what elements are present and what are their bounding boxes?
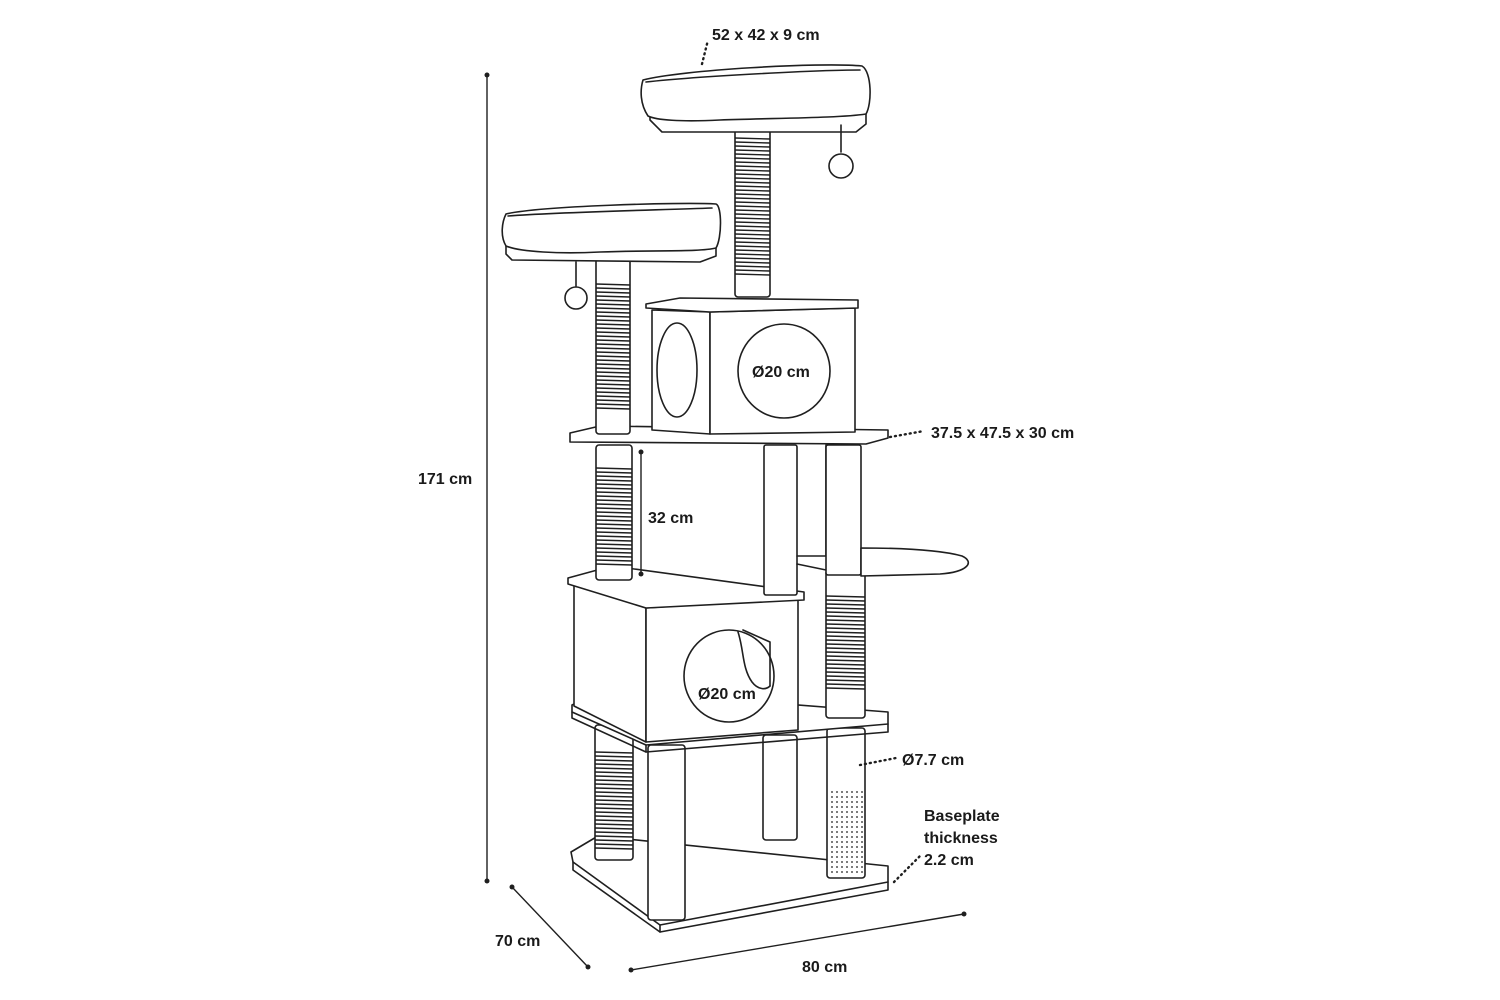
top-toy-ball — [828, 153, 854, 179]
lower-hole-label: Ø20 cm — [698, 686, 756, 703]
upper-box-label: 37.5 x 47.5 x 30 cm — [931, 425, 1074, 442]
upper-hole-label: Ø20 cm — [752, 364, 810, 381]
lower-cube — [567, 565, 805, 743]
depth-dimension — [509, 884, 591, 970]
middle-post-right — [825, 444, 862, 576]
lower-cube-hole — [683, 629, 775, 723]
width-dimension — [628, 911, 967, 973]
leader-top-platform — [700, 38, 710, 66]
sisal-wrap-lower-left — [594, 751, 634, 850]
carpet-texture — [831, 791, 863, 873]
upper-cube-side-hole — [656, 322, 698, 418]
gap-label: 32 cm — [648, 510, 693, 527]
depth-label: 70 cm — [495, 933, 540, 950]
top-perch — [640, 64, 871, 179]
width-label: 80 cm — [802, 959, 847, 976]
sisal-wrap-left-upper — [595, 283, 631, 410]
leader-post-diameter — [858, 756, 898, 767]
front-right-post — [647, 744, 686, 921]
side-ledge — [860, 547, 969, 577]
middle-post-back — [763, 444, 798, 596]
sisal-wrap-top — [734, 137, 771, 276]
back-post — [762, 734, 798, 841]
height-label: 171 cm — [418, 471, 472, 488]
left-top-perch — [501, 202, 722, 310]
leader-upper-box — [888, 429, 926, 439]
left-toy-ball — [564, 286, 588, 310]
height-dimension — [484, 72, 490, 884]
sisal-wrap-mid-right — [825, 595, 866, 690]
upper-cube-hole — [737, 323, 831, 419]
baseplate-label-3: 2.2 cm — [924, 852, 974, 869]
carpet-post — [826, 727, 866, 879]
baseplate-label-1: Baseplate — [924, 808, 1000, 825]
post-diameter-label: Ø7.7 cm — [902, 752, 964, 769]
sisal-wrap-middle — [595, 467, 633, 566]
leader-baseplate — [892, 854, 922, 884]
baseplate-label-2: thickness — [924, 830, 998, 847]
gap-dimension — [638, 449, 644, 577]
top-platform-label: 52 x 42 x 9 cm — [712, 27, 820, 44]
upper-cube — [645, 297, 859, 435]
